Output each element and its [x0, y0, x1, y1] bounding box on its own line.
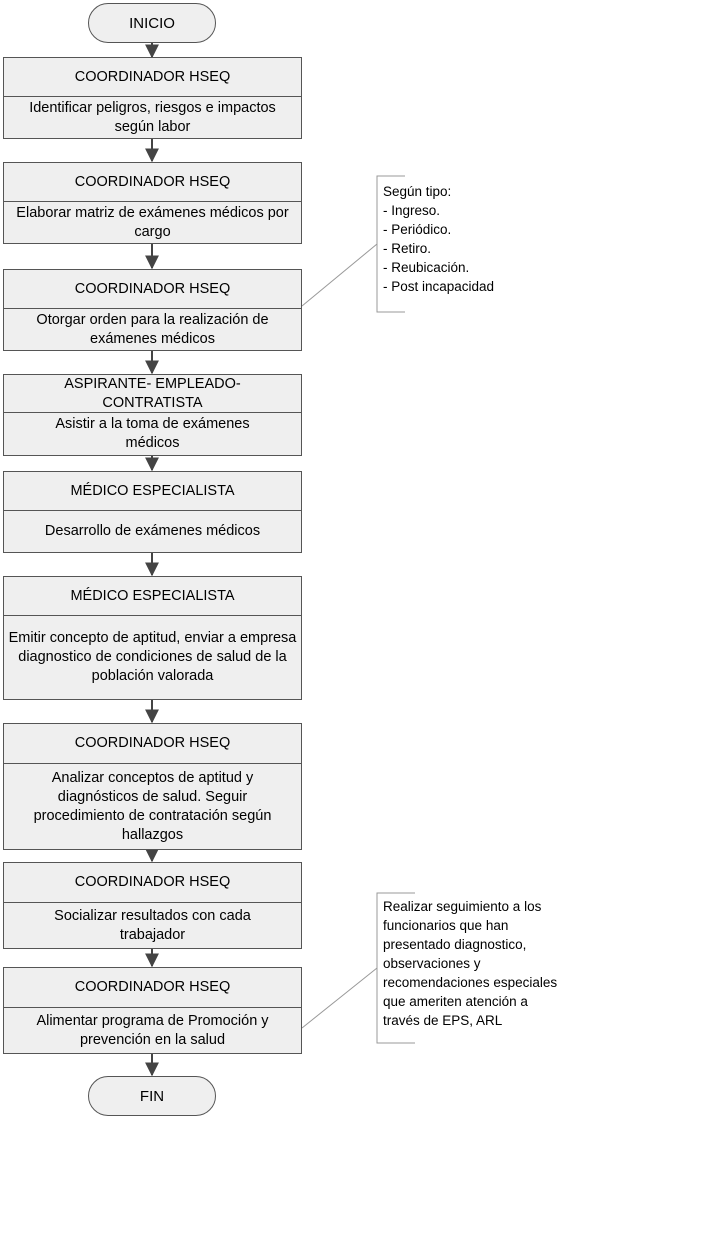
note-1-line: - Ingreso. — [383, 203, 441, 218]
step-1-role: COORDINADOR HSEQ — [4, 58, 301, 97]
step-9-task: Alimentar programa de Promoción y preven… — [36, 1012, 269, 1048]
process-step-4: ASPIRANTE- EMPLEADO- CONTRATISTA Asistir… — [3, 374, 302, 456]
step-8-task: Socializar resultados con cada trabajado… — [54, 907, 251, 943]
step-6-role: MÉDICO ESPECIALISTA — [4, 577, 301, 616]
step-3-task: Otorgar orden para la realización de exá… — [36, 311, 269, 347]
note-2-line: Realizar seguimiento a los — [383, 899, 542, 914]
note-2-line: observaciones y — [383, 956, 481, 971]
note-1-line: - Post incapacidad — [383, 279, 495, 294]
step-9-role: COORDINADOR HSEQ — [4, 968, 301, 1008]
step-5-task: Desarrollo de exámenes médicos — [44, 523, 261, 539]
note-1-line: Según tipo: — [383, 184, 452, 199]
process-step-2: COORDINADOR HSEQ Elaborar matriz de exám… — [3, 162, 302, 244]
note-2-line: recomendaciones especiales — [383, 975, 558, 990]
step-7-task: Analizar conceptos de aptitud y diagnóst… — [33, 769, 272, 843]
note-1-line: - Periódico. — [383, 222, 452, 237]
process-step-8: COORDINADOR HSEQ Socializar resultados c… — [3, 862, 302, 949]
end-label: FIN — [139, 1087, 165, 1105]
step-2-task: Elaborar matriz de exámenes médicos por … — [16, 204, 289, 240]
process-step-3: COORDINADOR HSEQ Otorgar orden para la r… — [3, 269, 302, 351]
note-2-leader — [301, 967, 378, 1029]
annotation-follow-up: Realizar seguimiento a los funcionarios … — [383, 897, 557, 1030]
step-4-task: Asistir a la toma de exámenes médicos — [55, 416, 250, 451]
end-terminator: FIN — [88, 1076, 216, 1116]
note-2-line: través de EPS, ARL — [383, 1013, 503, 1028]
step-7-role: COORDINADOR HSEQ — [4, 724, 301, 764]
step-6-task: Emitir concepto de aptitud, enviar a emp… — [8, 630, 297, 684]
note-2-line: presentado diagnostico, — [383, 937, 527, 952]
process-step-6: MÉDICO ESPECIALISTA Emitir concepto de a… — [3, 576, 302, 700]
note-1-leader — [301, 243, 378, 307]
step-5-role: MÉDICO ESPECIALISTA — [4, 472, 301, 511]
step-8-role: COORDINADOR HSEQ — [4, 863, 301, 903]
note-1-line: - Reubicación. — [383, 260, 470, 275]
note-2-line: que ameriten atención a — [383, 994, 528, 1009]
process-step-7: COORDINADOR HSEQ Analizar conceptos de a… — [3, 723, 302, 850]
start-terminator: INICIO — [88, 3, 216, 43]
step-1-task: Identificar peligros, riesgos e impactos… — [29, 99, 276, 135]
process-step-1: COORDINADOR HSEQ Identificar peligros, r… — [3, 57, 302, 139]
step-2-role: COORDINADOR HSEQ — [4, 163, 301, 202]
step-3-role: COORDINADOR HSEQ — [4, 270, 301, 309]
start-label: INICIO — [129, 14, 175, 32]
process-step-9: COORDINADOR HSEQ Alimentar programa de P… — [3, 967, 302, 1054]
annotation-exam-types: Según tipo: - Ingreso. - Periódico. - Re… — [383, 182, 494, 296]
process-step-5: MÉDICO ESPECIALISTA Desarrollo de exámen… — [3, 471, 302, 553]
step-4-role: ASPIRANTE- EMPLEADO- CONTRATISTA — [4, 375, 301, 413]
note-2-line: funcionarios que han — [383, 918, 509, 933]
note-1-line: - Retiro. — [383, 241, 432, 256]
